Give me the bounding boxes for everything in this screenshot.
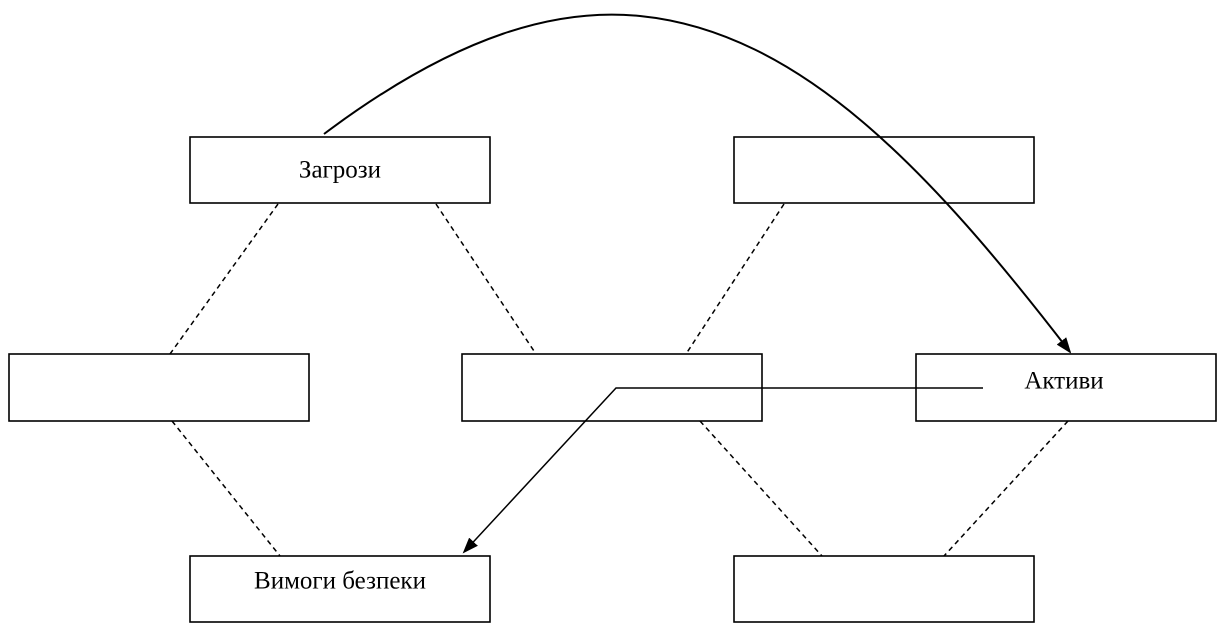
node-security-requirements-box [189, 555, 491, 623]
link-middle-center-bottom-right [699, 420, 823, 557]
link-threats-middle-left [169, 203, 279, 355]
node-assets-label: Активи [1024, 368, 1103, 395]
arrow-threats-to-assets [323, 13, 1072, 354]
link-assets-bottom-right [943, 420, 1069, 557]
link-top-right-middle-center [685, 203, 785, 355]
node-threats-box [189, 136, 491, 204]
node-middle-left-box [8, 353, 310, 422]
node-security-requirements-label: Вимоги безпеки [254, 568, 426, 595]
node-threats-label: Загрози [299, 157, 381, 184]
link-middle-left-security-requirements [171, 420, 281, 557]
link-threats-middle-center [435, 203, 537, 355]
arrow-assets-to-security-requirements [462, 387, 983, 554]
node-bottom-right-box [733, 555, 1035, 623]
node-top-right-box [733, 136, 1035, 204]
